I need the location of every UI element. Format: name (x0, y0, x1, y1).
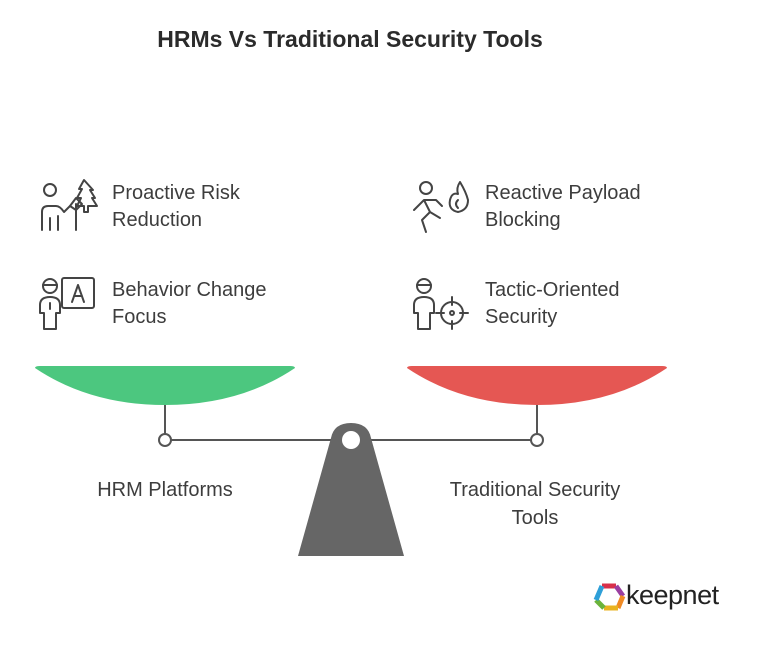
person-target-icon (413, 278, 469, 330)
right-pan (407, 366, 667, 405)
left-pan (35, 366, 295, 405)
person-running-fire-icon (413, 181, 469, 233)
fulcrum (298, 423, 404, 556)
person-tree-flag-icon (41, 179, 98, 231)
brand-name: keepnet (626, 580, 719, 610)
left-label: HRM Platforms (97, 479, 233, 501)
fulcrum-pivot (342, 431, 360, 449)
right-item-2: Tactic-Oriented Security (485, 279, 620, 328)
right-item-1: Reactive Payload Blocking (485, 182, 641, 231)
right-label: Traditional Security Tools (449, 479, 621, 529)
keepnet-logo-icon (593, 583, 626, 611)
left-item-2: Behavior Change Focus (112, 279, 267, 328)
left-pivot (158, 433, 172, 447)
page-title: HRMs Vs Traditional Security Tools (157, 26, 543, 52)
left-item-1: Proactive Risk Reduction (112, 182, 240, 231)
right-pivot (530, 433, 544, 447)
person-board-icon (39, 277, 95, 330)
